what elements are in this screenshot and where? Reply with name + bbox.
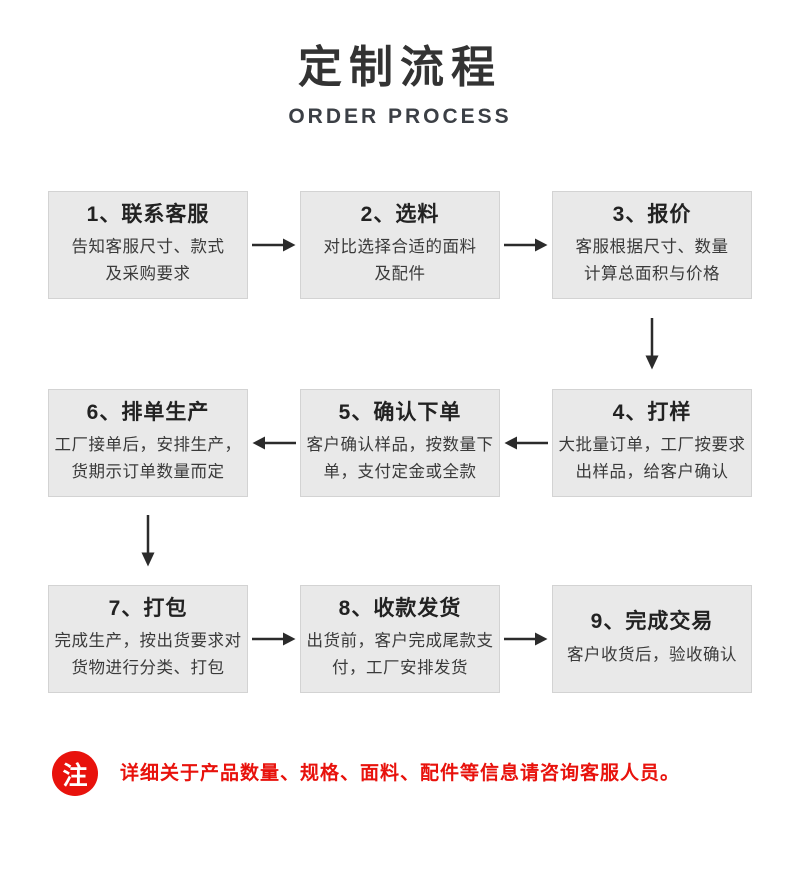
arrow-right-icon <box>248 585 300 693</box>
step-description-line: 及采购要求 <box>105 265 191 284</box>
step-box-1: 1、联系客服 告知客服尺寸、款式 及采购要求 <box>48 191 248 300</box>
arrow-right-icon <box>500 585 552 693</box>
step-title: 8、收款发货 <box>338 596 462 620</box>
step-description: 客户确认样品，按数量下 单，支付定金或全款 <box>307 432 494 487</box>
step-description-line: 工厂接单后，安排生产， <box>54 435 242 454</box>
step-description: 客户收货后，验收确认 <box>567 642 737 670</box>
step-box-4: 4、打样 大批量订单，工厂按要求 出样品，给客户确认 <box>552 389 752 498</box>
step-title: 4、打样 <box>612 400 692 424</box>
step-description-line: 大批量订单，工厂按要求 <box>558 435 746 454</box>
page-title: 定制流程 <box>298 43 502 92</box>
step-box-8: 8、收款发货 出货前，客户完成尾款支 付，工厂安排发货 <box>300 585 500 694</box>
step-box-9: 9、完成交易 客户收货后，验收确认 <box>552 585 752 694</box>
step-description: 出货前，客户完成尾款支 付，工厂安排发货 <box>307 628 494 683</box>
arrow-right-icon <box>248 191 300 299</box>
step-box-2: 2、选料 对比选择合适的面料 及配件 <box>300 191 500 300</box>
note-row: 注 详细关于产品数量、规格、面料、配件等信息请咨询客服人员。 <box>0 751 800 797</box>
step-title: 3、报价 <box>612 202 692 226</box>
step-title: 9、完成交易 <box>590 610 714 634</box>
step-box-5: 5、确认下单 客户确认样品，按数量下 单，支付定金或全款 <box>300 389 500 498</box>
step-description-line: 单，支付定金或全款 <box>323 463 477 482</box>
step-box-7: 7、打包 完成生产，按出货要求对 货物进行分类、打包 <box>48 585 248 694</box>
step-description-line: 完成生产，按出货要求对 <box>54 631 242 650</box>
step-description-line: 告知客服尺寸、款式 <box>71 237 225 256</box>
arrow-down-icon <box>552 299 752 389</box>
step-description-line: 货物进行分类、打包 <box>71 659 225 678</box>
step-title: 5、确认下单 <box>338 400 462 424</box>
step-description-line: 对比选择合适的面料 <box>323 237 477 256</box>
arrow-left-icon <box>248 389 300 497</box>
step-description-line: 客户确认样品，按数量下 <box>306 435 494 454</box>
note-badge: 注 <box>52 751 98 797</box>
step-description-line: 出货前，客户完成尾款支 <box>306 631 494 650</box>
step-box-6: 6、排单生产 工厂接单后，安排生产， 货期示订单数量而定 <box>48 389 248 498</box>
step-title: 2、选料 <box>360 202 440 226</box>
step-title: 1、联系客服 <box>86 202 210 226</box>
step-description-line: 货期示订单数量而定 <box>71 463 225 482</box>
step-box-3: 3、报价 客服根据尺寸、数量 计算总面积与价格 <box>552 191 752 300</box>
step-description-line: 客户收货后，验收确认 <box>567 645 737 664</box>
step-description-line: 计算总面积与价格 <box>584 265 720 284</box>
step-description: 告知客服尺寸、款式 及采购要求 <box>72 234 225 289</box>
arrow-down-icon <box>48 497 248 585</box>
step-description: 客服根据尺寸、数量 计算总面积与价格 <box>576 234 729 289</box>
step-description-line: 及配件 <box>374 265 426 284</box>
page-subtitle: ORDER PROCESS <box>288 105 512 129</box>
step-description-line: 付，工厂安排发货 <box>332 659 468 678</box>
step-title: 6、排单生产 <box>86 400 210 424</box>
order-process-flow: 1、联系客服 告知客服尺寸、款式 及采购要求 2、选料 对比选择合适的面料 及配… <box>48 191 752 694</box>
step-description-line: 出样品，给客户确认 <box>575 463 729 482</box>
step-description: 完成生产，按出货要求对 货物进行分类、打包 <box>55 628 242 683</box>
arrow-right-icon <box>500 191 552 299</box>
step-description: 大批量订单，工厂按要求 出样品，给客户确认 <box>559 432 746 487</box>
note-text: 详细关于产品数量、规格、面料、配件等信息请咨询客服人员。 <box>120 762 681 784</box>
step-description-line: 客服根据尺寸、数量 <box>575 237 729 256</box>
step-description: 对比选择合适的面料 及配件 <box>324 234 477 289</box>
step-description: 工厂接单后，安排生产， 货期示订单数量而定 <box>55 432 242 487</box>
page-header: 定制流程 ORDER PROCESS <box>0 43 800 129</box>
step-title: 7、打包 <box>108 596 188 620</box>
arrow-left-icon <box>500 389 552 497</box>
